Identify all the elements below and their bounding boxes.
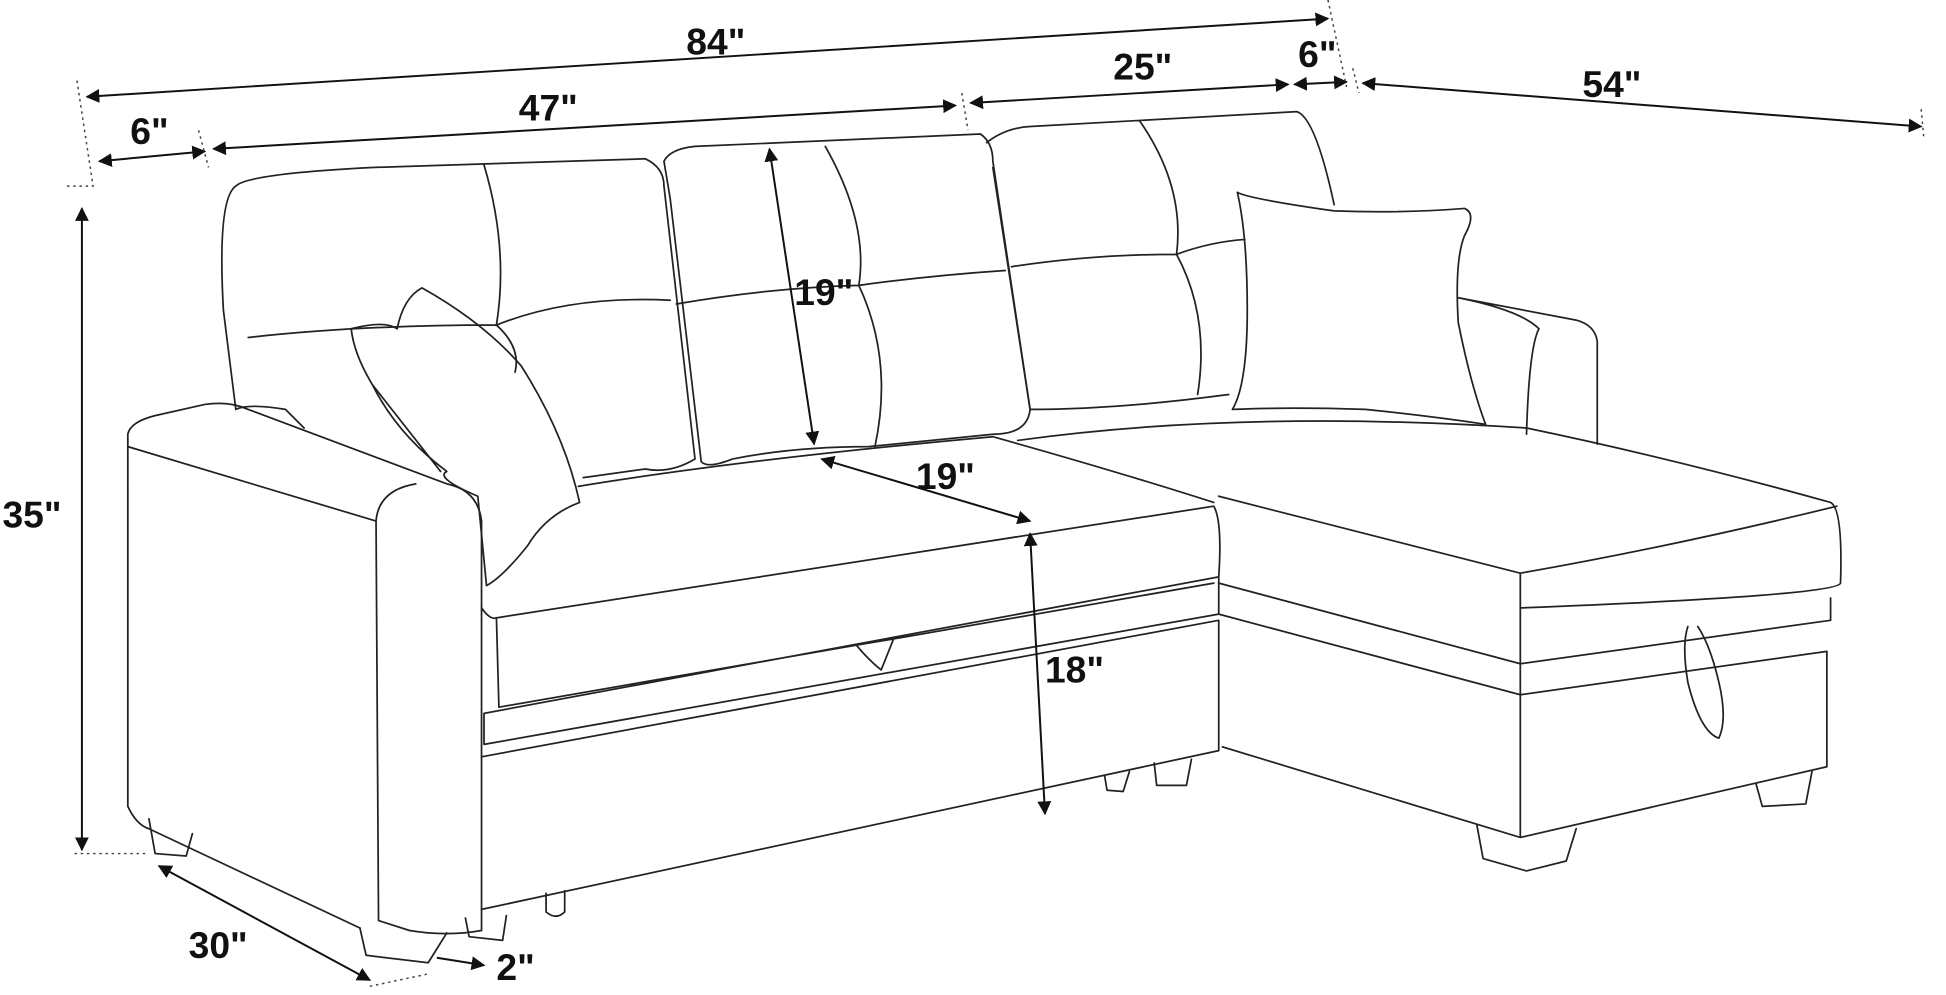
label-chaise-arm-width: 6" [1298, 33, 1336, 75]
pillow-left [350, 286, 581, 587]
label-seat-depth: 19" [916, 455, 975, 497]
label-leg-height: 2" [496, 946, 534, 988]
label-seat-height: 18" [1045, 648, 1104, 690]
label-overall-depth: 30" [189, 924, 248, 966]
pillow-right [1231, 191, 1487, 426]
label-chaise-back-width: 25" [1113, 45, 1172, 87]
legs [148, 758, 1813, 964]
storage-handle [1683, 625, 1725, 740]
label-sofa-section-width: 47" [519, 86, 578, 128]
label-back-cushion-height: 19" [794, 271, 853, 313]
back-cushion-right [985, 110, 1336, 411]
sofa-front-base [480, 619, 1220, 911]
label-overall-width: 84" [686, 21, 745, 63]
sofa-seat [480, 505, 1221, 746]
back-cushion-left [220, 157, 696, 479]
label-chaise-length: 54" [1582, 63, 1641, 105]
label-overall-height: 35" [2, 493, 61, 535]
left-arm [126, 402, 483, 935]
dimension-lines [64, 0, 1925, 988]
dimension-labels: 84" 47" 25" 6" 54" 6" 35" 19" 19" 18" 30… [2, 21, 1641, 989]
chaise-arm [1457, 296, 1599, 446]
sofa-drawing [126, 110, 1842, 964]
chaise [1016, 420, 1842, 839]
label-left-arm-width: 6" [130, 110, 168, 152]
